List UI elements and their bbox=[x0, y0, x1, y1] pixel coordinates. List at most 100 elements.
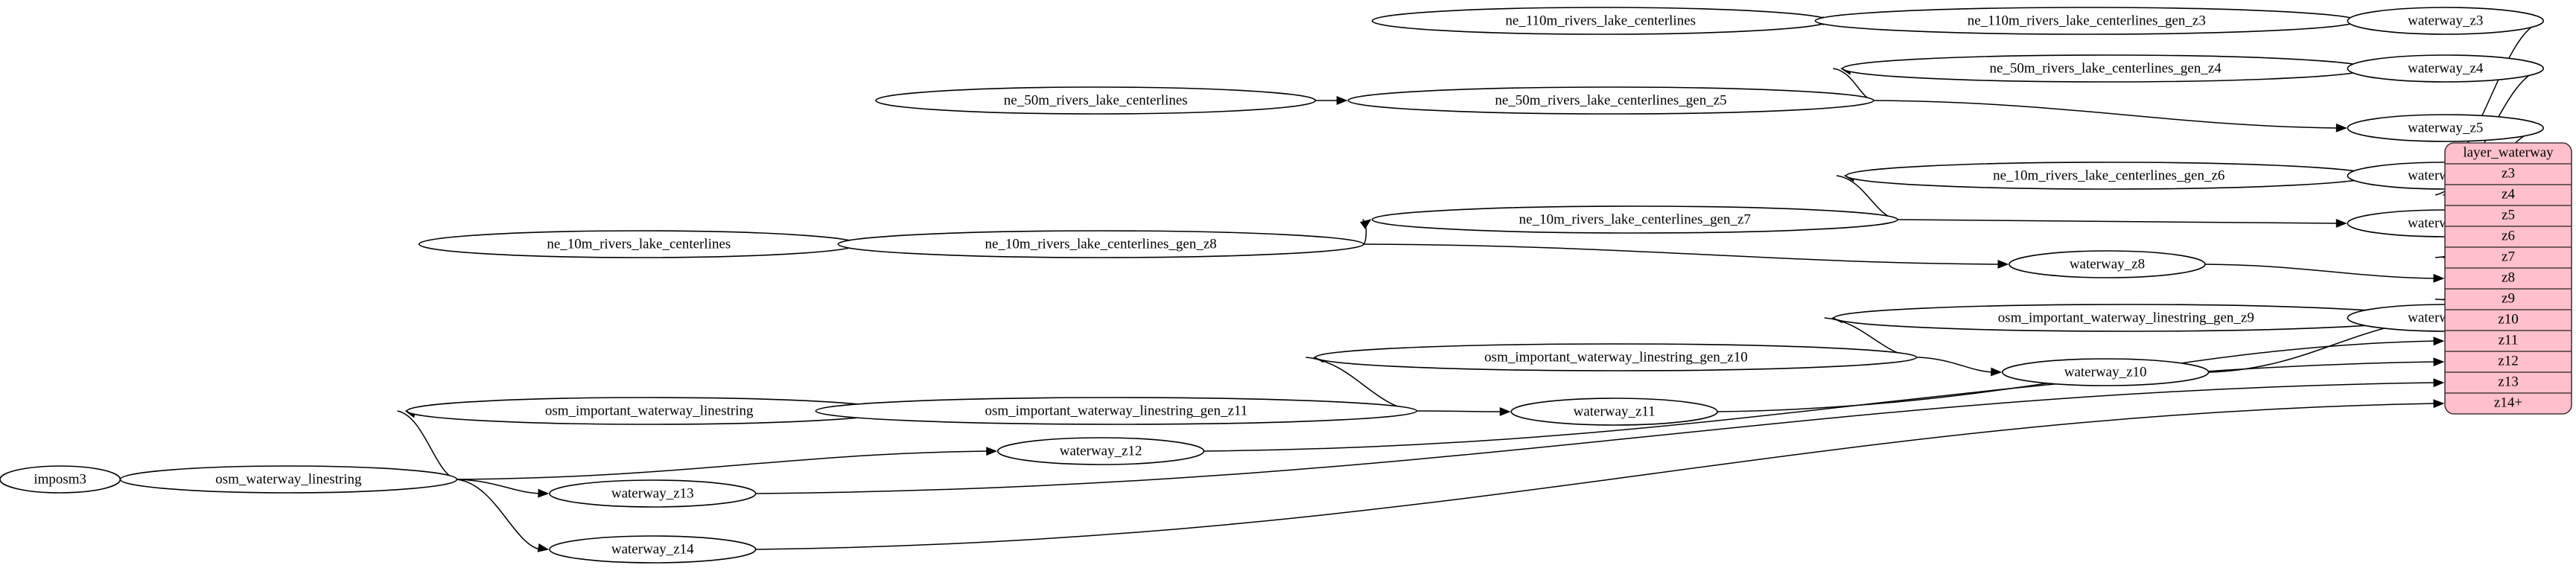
record-row-z14+[interactable]: z14+ bbox=[2494, 395, 2522, 410]
node-label: osm_important_waterway_linestring_gen_z9 bbox=[1998, 310, 2254, 325]
graph-node-osm_important_waterway_linestring_gen_z9[interactable]: osm_important_waterway_linestring_gen_z9 bbox=[1834, 304, 2419, 332]
edge-waterway_z14-to-record-z14+ bbox=[755, 399, 2445, 550]
graph-node-waterway_z10[interactable]: waterway_z10 bbox=[2001, 358, 2210, 386]
record-row-z11[interactable]: z11 bbox=[2499, 332, 2519, 348]
edge-path bbox=[457, 450, 988, 480]
edge-arrowhead bbox=[2433, 357, 2445, 367]
node-ellipse[interactable] bbox=[1510, 398, 1718, 426]
edge-ne_10m_rivers_lake_centerlines_gen_z8-to-waterway_z8 bbox=[1363, 243, 2009, 269]
node-ellipse[interactable] bbox=[837, 230, 1364, 258]
record-row-z12[interactable]: z12 bbox=[2498, 353, 2518, 368]
edge-path bbox=[1873, 100, 2338, 129]
node-ellipse[interactable] bbox=[2347, 7, 2544, 35]
edge-waterway_z12-to-record-z12 bbox=[1203, 357, 2445, 452]
edge-osm_waterway_linestring-to-waterway_z13 bbox=[457, 479, 550, 498]
edge-path bbox=[397, 410, 457, 480]
node-label: waterway_z5 bbox=[2408, 120, 2483, 135]
node-ellipse[interactable] bbox=[1371, 205, 1898, 234]
edge-path bbox=[755, 382, 2436, 494]
graph-node-ne_110m_rivers_lake_centerlines_gen_z3[interactable]: ne_110m_rivers_lake_centerlines_gen_z3 bbox=[1814, 7, 2359, 35]
graph-node-waterway_z4[interactable]: waterway_z4 bbox=[2347, 54, 2544, 83]
layer-waterway-record[interactable]: layer_waterwayz3z4z5z6z7z8z9z10z11z12z13… bbox=[2444, 142, 2572, 415]
node-ellipse[interactable] bbox=[815, 397, 1418, 425]
edge-ne_10m_rivers_lake_centerlines_gen_z7-to-waterway_z7 bbox=[1898, 219, 2347, 228]
graph-node-waterway_z11[interactable]: waterway_z11 bbox=[1510, 398, 1718, 426]
graph-node-ne_10m_rivers_lake_centerlines_gen_z6[interactable]: ne_10m_rivers_lake_centerlines_gen_z6 bbox=[1845, 162, 2373, 190]
record-row-z6[interactable]: z6 bbox=[2502, 228, 2515, 243]
node-label: ne_10m_rivers_lake_centerlines_gen_z7 bbox=[1519, 211, 1751, 227]
node-label: waterway_z12 bbox=[1060, 443, 1142, 459]
edge-osm_important_waterway_linestring_gen_z10-to-waterway_z10 bbox=[1916, 357, 2003, 377]
record-row-z4[interactable]: z4 bbox=[2502, 186, 2515, 202]
node-ellipse[interactable] bbox=[119, 465, 458, 494]
edge-path bbox=[1916, 357, 1993, 373]
edge-arrowhead bbox=[2433, 273, 2445, 283]
record-row-z13[interactable]: z13 bbox=[2498, 374, 2518, 389]
graph-node-osm_important_waterway_linestring_gen_z10[interactable]: osm_important_waterway_linestring_gen_z1… bbox=[1314, 343, 1918, 371]
record-row-z10[interactable]: z10 bbox=[2498, 311, 2518, 327]
node-ellipse[interactable] bbox=[549, 479, 757, 508]
edges-layer bbox=[110, 16, 2544, 552]
node-label: ne_10m_rivers_lake_centerlines bbox=[547, 236, 731, 252]
node-label: ne_110m_rivers_lake_centerlines_gen_z3 bbox=[1968, 13, 2206, 28]
graph-node-waterway_z13[interactable]: waterway_z13 bbox=[549, 479, 757, 508]
edge-osm_important_waterway_linestring_gen_z11-to-waterway_z11 bbox=[1416, 407, 1511, 416]
graph-node-ne_10m_rivers_lake_centerlines[interactable]: ne_10m_rivers_lake_centerlines bbox=[418, 230, 859, 258]
edge-waterway_z8-to-record-z8 bbox=[2204, 264, 2445, 283]
node-label: ne_10m_rivers_lake_centerlines_gen_z8 bbox=[985, 236, 1217, 252]
edge-path bbox=[1416, 410, 1502, 412]
record-row-z7[interactable]: z7 bbox=[2502, 249, 2515, 264]
node-ellipse[interactable] bbox=[2001, 358, 2210, 386]
edge-osm_waterway_linestring-to-osm_important_waterway_linestring bbox=[397, 409, 457, 480]
graph-node-ne_50m_rivers_lake_centerlines_gen_z4[interactable]: ne_50m_rivers_lake_centerlines_gen_z4 bbox=[1842, 54, 2369, 83]
node-ellipse[interactable] bbox=[1314, 343, 1918, 371]
graph-node-waterway_z14[interactable]: waterway_z14 bbox=[549, 535, 757, 564]
graph-node-osm_important_waterway_linestring_gen_z11[interactable]: osm_important_waterway_linestring_gen_z1… bbox=[815, 397, 1418, 425]
graph-node-osm_important_waterway_linestring[interactable]: osm_important_waterway_linestring bbox=[406, 397, 892, 425]
node-ellipse[interactable] bbox=[2347, 114, 2544, 142]
graph-node-ne_50m_rivers_lake_centerlines_gen_z5[interactable]: ne_50m_rivers_lake_centerlines_gen_z5 bbox=[1347, 86, 1874, 115]
node-label: ne_110m_rivers_lake_centerlines bbox=[1505, 13, 1696, 28]
edge-arrowhead bbox=[2433, 336, 2445, 346]
graph-node-waterway_z8[interactable]: waterway_z8 bbox=[2009, 250, 2206, 278]
graph-node-osm_waterway_linestring[interactable]: osm_waterway_linestring bbox=[119, 465, 458, 494]
node-label: waterway_z3 bbox=[2408, 13, 2483, 28]
edge-path bbox=[1362, 219, 1367, 245]
edge-arrowhead bbox=[1360, 219, 1372, 229]
node-label: waterway_z4 bbox=[2408, 60, 2484, 76]
edge-arrowhead bbox=[2335, 123, 2347, 133]
node-label: ne_50m_rivers_lake_centerlines_gen_z5 bbox=[1495, 92, 1726, 108]
graph-node-waterway_z3[interactable]: waterway_z3 bbox=[2347, 7, 2544, 35]
record-row-z5[interactable]: z5 bbox=[2502, 207, 2515, 223]
node-label: osm_important_waterway_linestring bbox=[545, 403, 754, 418]
node-ellipse[interactable] bbox=[996, 437, 1205, 465]
record-row-z9[interactable]: z9 bbox=[2502, 290, 2515, 306]
node-ellipse[interactable] bbox=[2347, 54, 2544, 83]
edge-path bbox=[457, 479, 541, 550]
graph-node-ne_10m_rivers_lake_centerlines_gen_z8[interactable]: ne_10m_rivers_lake_centerlines_gen_z8 bbox=[837, 230, 1364, 258]
graph-node-ne_50m_rivers_lake_centerlines[interactable]: ne_50m_rivers_lake_centerlines bbox=[875, 86, 1317, 115]
node-ellipse[interactable] bbox=[2009, 250, 2206, 278]
node-ellipse[interactable] bbox=[549, 535, 757, 564]
edge-path bbox=[457, 479, 540, 494]
record-row-z3[interactable]: z3 bbox=[2502, 165, 2515, 181]
graph-node-waterway_z12[interactable]: waterway_z12 bbox=[996, 437, 1205, 465]
node-ellipse[interactable] bbox=[1347, 86, 1874, 115]
record-row-z8[interactable]: z8 bbox=[2502, 269, 2515, 285]
graph-node-ne_10m_rivers_lake_centerlines_gen_z7[interactable]: ne_10m_rivers_lake_centerlines_gen_z7 bbox=[1371, 205, 1898, 234]
edge-path bbox=[1898, 219, 2338, 224]
node-label: waterway_z11 bbox=[1574, 403, 1656, 419]
node-label: osm_waterway_linestring bbox=[215, 471, 362, 487]
graph-node-waterway_z5[interactable]: waterway_z5 bbox=[2347, 114, 2544, 142]
edge-osm_waterway_linestring-to-waterway_z12 bbox=[457, 447, 998, 480]
edge-arrowhead bbox=[2433, 378, 2445, 388]
edge-arrowhead bbox=[1991, 367, 2003, 377]
node-ellipse[interactable] bbox=[875, 86, 1317, 115]
graph-node-ne_110m_rivers_lake_centerlines[interactable]: ne_110m_rivers_lake_centerlines bbox=[1371, 7, 1830, 35]
graph-node-imposm3[interactable]: imposm3 bbox=[0, 465, 121, 494]
edge-path bbox=[2204, 264, 2436, 279]
edge-arrowhead bbox=[1336, 96, 1348, 105]
node-label: waterway_z10 bbox=[2064, 364, 2147, 380]
